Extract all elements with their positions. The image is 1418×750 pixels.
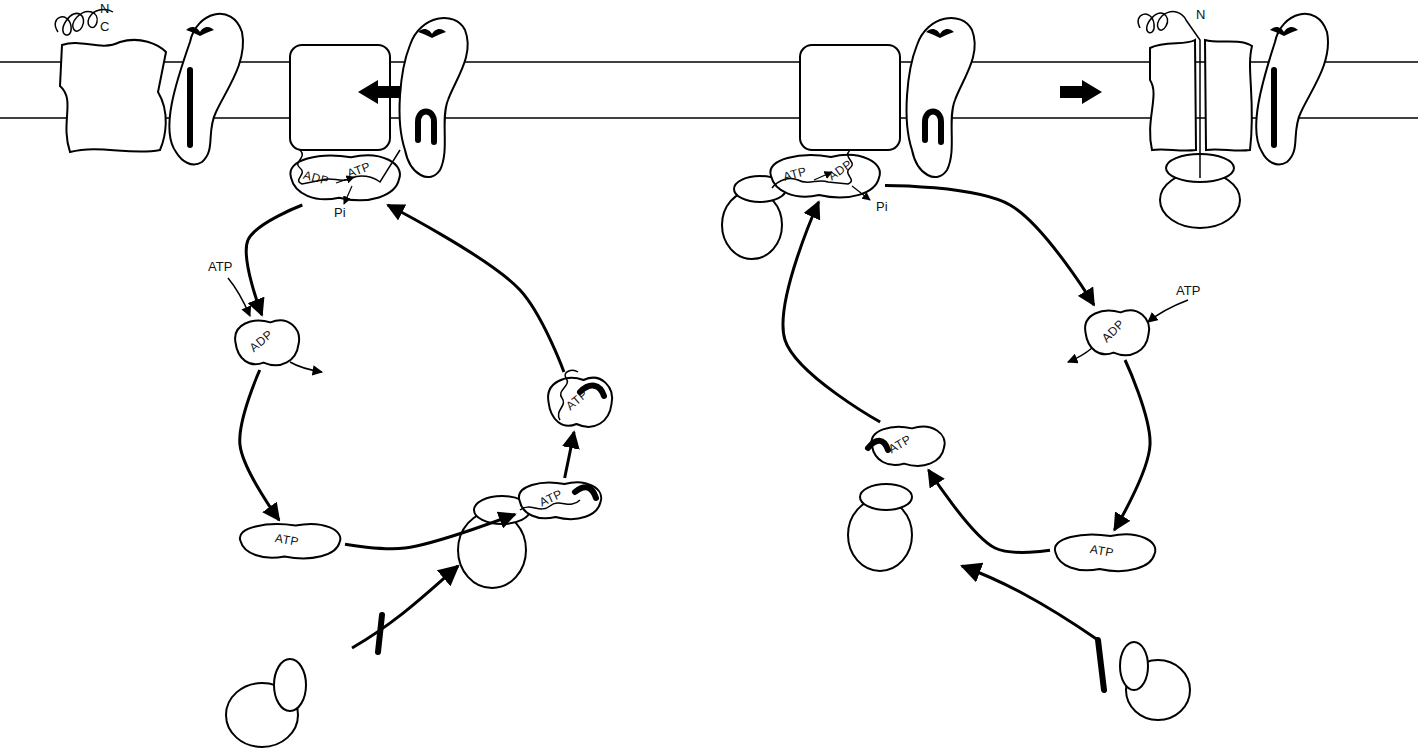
signal-sequence (1098, 640, 1104, 690)
ribosome (848, 484, 912, 571)
protein-outline (290, 155, 400, 200)
protein-outline (548, 378, 612, 427)
ribosome (860, 484, 912, 510)
membrane-proteins (800, 45, 900, 150)
seca-protein: ADP (232, 315, 302, 370)
ribosome (1166, 154, 1234, 182)
big-arrow (358, 80, 1102, 104)
seca-protein: ATP (515, 478, 605, 523)
ribosome (226, 659, 306, 747)
cycle-arrow (388, 205, 564, 372)
ribosome (226, 154, 1240, 747)
seca-protein: ADP (1082, 305, 1152, 360)
cycle-arrow (783, 202, 880, 422)
membrane (0, 61, 1418, 63)
membrane-proteins (907, 18, 975, 177)
membrane-proteins (290, 45, 390, 150)
signal-sequence (418, 112, 434, 143)
seca-protein: ATPADP (765, 150, 885, 202)
membrane-proteins (1256, 14, 1328, 165)
membrane-proteins (1205, 40, 1252, 151)
protein-outline (240, 524, 340, 558)
protein-outline (872, 427, 945, 466)
membrane-proteins (60, 14, 1328, 177)
nucleotide-label: ATP (274, 532, 300, 548)
protein-outline (519, 482, 601, 519)
membrane (0, 62, 1418, 118)
ribosome (1160, 154, 1240, 228)
mustache-mark (418, 29, 446, 38)
ribosome (226, 683, 298, 747)
polypeptide-chain (55, 10, 1200, 510)
protein-outline (1085, 310, 1149, 355)
big-arrow (358, 80, 400, 104)
ribosome (1126, 660, 1190, 720)
cycle-arrow (885, 185, 1094, 305)
ribosome (458, 496, 530, 588)
mustache-mark (186, 27, 214, 36)
small-arrow (352, 566, 458, 648)
text-label: C (100, 20, 109, 33)
text-label: Pi (334, 206, 346, 219)
ribosome (722, 176, 786, 259)
mustache-mark (186, 27, 1298, 38)
small-arrow (290, 362, 322, 372)
nucleotide-label: ATP (1089, 543, 1115, 559)
text-label: ATP (1176, 284, 1200, 297)
text-label: Pi (876, 200, 888, 213)
signal-sequence (1271, 70, 1277, 145)
polypeptide-chain (1138, 12, 1200, 178)
signal-sequence (187, 70, 193, 145)
membrane-proteins (400, 18, 468, 177)
ribosome (722, 191, 782, 259)
seca-protein: ATP (1050, 530, 1160, 575)
seca-protein: ADPATP (285, 150, 405, 205)
ribosome (1120, 642, 1148, 690)
signal-sequence (925, 112, 941, 143)
seca-protein: ATP (235, 520, 345, 562)
text-label: N (100, 2, 109, 15)
protein-outline (235, 320, 299, 365)
ribosome (848, 499, 912, 571)
small-arrow (1148, 300, 1188, 322)
ribosome (458, 512, 526, 588)
membrane-proteins (169, 14, 243, 165)
membrane-proteins (60, 40, 166, 152)
ribosome (1120, 642, 1190, 720)
big-arrow (1060, 80, 1102, 104)
membrane-proteins (1150, 40, 1196, 151)
text-label: N (1196, 8, 1205, 21)
small-arrow (228, 278, 250, 316)
protein-outline (770, 155, 880, 197)
seca-protein: ATP (868, 422, 948, 470)
cycle-arrow (240, 370, 279, 520)
signal-sequence (190, 70, 1274, 690)
mustache-mark (926, 29, 954, 38)
cycle-arrow (246, 205, 302, 315)
text-label: ATP (208, 260, 232, 273)
cycle-arrow (928, 470, 1050, 552)
signal-sequence (378, 615, 382, 652)
cycle-arrow (565, 432, 574, 478)
cycle-arrow (345, 514, 515, 548)
ribosome (1160, 172, 1240, 228)
small-arrow (228, 278, 1188, 648)
small-arrow (962, 566, 1098, 640)
membrane (0, 117, 1418, 119)
mustache-mark (1270, 27, 1298, 36)
small-arrow (1068, 348, 1092, 362)
seca-protein: ATP (545, 372, 615, 432)
cycle-arrow (1114, 360, 1150, 530)
ribosome (274, 659, 306, 711)
protein-outline (515, 478, 605, 523)
protein-outline (1055, 534, 1155, 571)
